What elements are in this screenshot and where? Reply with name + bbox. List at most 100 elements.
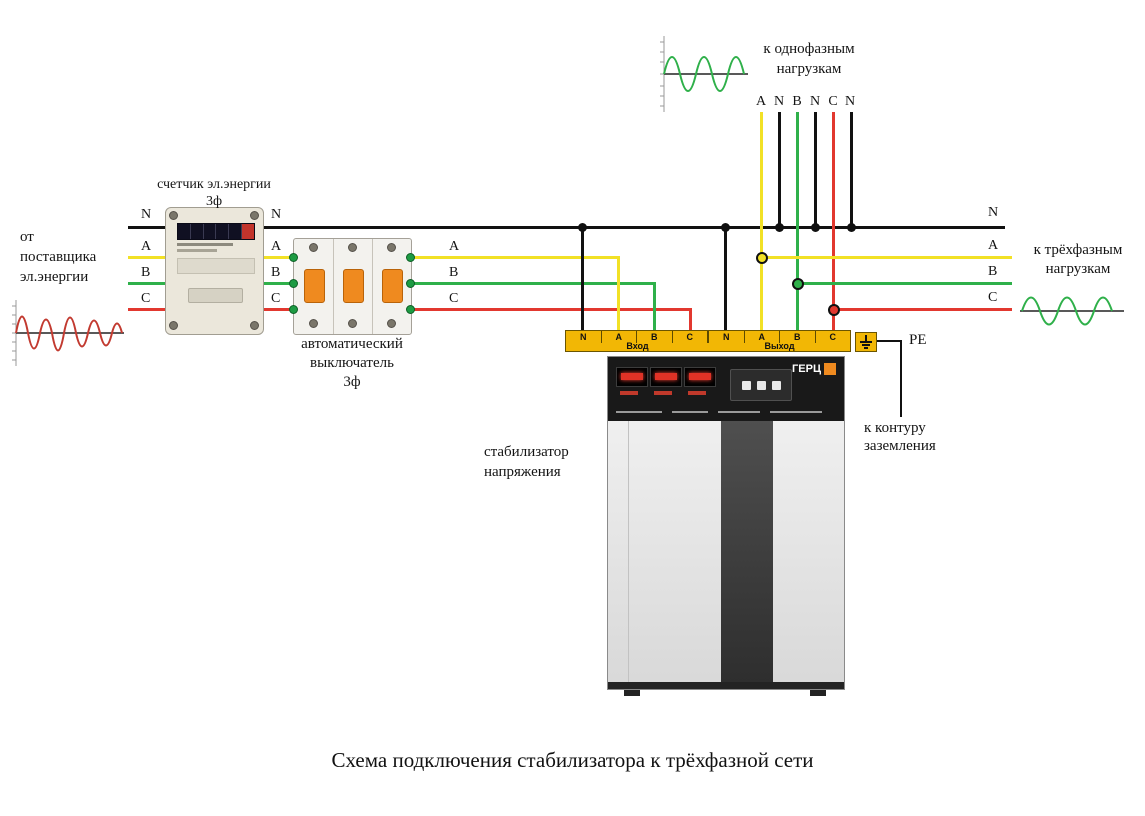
wire-n-top-1 [778, 112, 781, 230]
breaker-terminal [406, 279, 415, 288]
stabilizer-brand-logo [824, 363, 836, 375]
wire-label-right-a: A [988, 238, 999, 253]
cabinet-foot [624, 690, 640, 696]
stabilizer-display [650, 367, 682, 387]
stabilizer-label-line2: напряжения [484, 464, 561, 480]
source-label-line3: эл.энергии [20, 269, 89, 285]
cabinet-foot [810, 690, 826, 696]
wire-label-meter-n: N [271, 207, 282, 222]
ground-label-line2: заземления [864, 438, 936, 454]
top-terminal-b: B [792, 94, 802, 109]
meter-screw [250, 321, 259, 330]
wire-n-input-drop [581, 226, 584, 332]
top-terminal-n2: N [809, 94, 821, 109]
input-waveform-chart [12, 300, 124, 366]
three-phase-label-line1: к трёхфазным [1033, 242, 1123, 258]
breaker-terminal [289, 305, 298, 314]
wire-a-output-rise [760, 112, 763, 332]
stabilizer-button [771, 380, 781, 390]
top-terminal-n1: N [773, 94, 785, 109]
output-group-label: Выход [764, 341, 795, 351]
breaker-terminal [406, 305, 415, 314]
wire-label-left-b: B [141, 265, 151, 280]
stabilizer-control-panel: ГЕРЦ [608, 357, 844, 421]
pe-terminal [855, 332, 877, 352]
breaker-screw [348, 243, 357, 252]
wire-label-meter-b: B [271, 265, 281, 280]
terminal-input-n: N [566, 331, 602, 343]
wire-label-right-n: N [988, 205, 999, 220]
source-label-line1: от [20, 229, 34, 245]
three-phase-label-line2: нагрузкам [1045, 261, 1111, 277]
breaker-screw [387, 319, 396, 328]
meter-display [177, 223, 255, 240]
terminal-input-b: B [637, 331, 673, 343]
breaker-label-line3: 3ф [343, 374, 361, 390]
breaker-terminal [289, 279, 298, 288]
wire-label-left-n: N [141, 207, 152, 222]
top-terminal-a: A [755, 94, 767, 109]
wire-a-right [760, 256, 1012, 259]
wire-b-output-rise [796, 112, 799, 332]
wire-n-top-3 [850, 112, 853, 230]
stabilizer-display [684, 367, 716, 387]
wire-pe-horizontal [877, 340, 902, 342]
wire-c-input-drop [689, 308, 692, 332]
wire-label-left-c: C [141, 291, 151, 306]
terminal-output-n: N [709, 331, 745, 343]
meter-label-line2: 3ф [205, 194, 223, 209]
breaker-label-line2: выключатель [310, 355, 394, 371]
junction-n-top-1 [775, 223, 784, 232]
breaker-screw [309, 319, 318, 328]
pe-label: PE [909, 332, 927, 348]
stabilizer-cabinet: ГЕРЦ [607, 356, 845, 690]
top-terminal-c: C [828, 94, 838, 109]
junction-n-top-2 [811, 223, 820, 232]
meter-slot [188, 288, 243, 303]
source-label-line2: поставщика [20, 249, 97, 265]
single-phase-label-line1: к однофазным [763, 41, 855, 57]
stabilizer-display [616, 367, 648, 387]
breaker-screw [309, 243, 318, 252]
stabilizer-button [741, 380, 751, 390]
breaker-label-line1: автоматический [301, 336, 403, 352]
wire-b-input-drop [653, 282, 656, 332]
wire-n-main [128, 226, 1005, 229]
wire-n-output-rise [724, 226, 727, 332]
meter-screw [250, 211, 259, 220]
wire-label-meter-c: C [271, 291, 281, 306]
breaker-lever [304, 269, 325, 303]
breaker-screw [387, 243, 396, 252]
wire-label-breaker-c: C [449, 291, 459, 306]
wire-b-right [796, 282, 1012, 285]
breaker-lever [382, 269, 403, 303]
circuit-breaker [293, 238, 412, 335]
wire-c-right [832, 308, 1012, 311]
wire-n-top-2 [814, 112, 817, 230]
wire-label-breaker-a: A [449, 239, 460, 254]
wire-label-meter-a: A [271, 239, 282, 254]
terminal-output-b: B [780, 331, 816, 343]
diagram-caption: Схема подключения стабилизатора к трёхфа… [331, 748, 814, 772]
wire-label-breaker-b: B [449, 265, 459, 280]
stabilizer-label-line1: стабилизатор [484, 444, 569, 460]
junction-n-output [721, 223, 730, 232]
terminal-output-a: A [745, 331, 780, 343]
cabinet-dark-stripe [721, 421, 773, 684]
wire-c-output-rise [832, 112, 835, 332]
tap-c-ring [828, 304, 840, 316]
junction-n-top-3 [847, 223, 856, 232]
meter-display-red-digit [242, 224, 254, 239]
stabilizer-brand: ГЕРЦ [792, 363, 836, 375]
top-terminal-n3: N [844, 94, 856, 109]
breaker-screw [348, 319, 357, 328]
stabilizer-button [756, 380, 766, 390]
meter-label-line1: счетчик эл.энергии [157, 177, 271, 192]
tap-a-ring [756, 252, 768, 264]
breaker-terminal [289, 253, 298, 262]
breaker-terminal [406, 253, 415, 262]
input-group-label: Вход [626, 341, 649, 351]
stabilizer-brand-text: ГЕРЦ [792, 363, 821, 375]
junction-n-input [578, 223, 587, 232]
